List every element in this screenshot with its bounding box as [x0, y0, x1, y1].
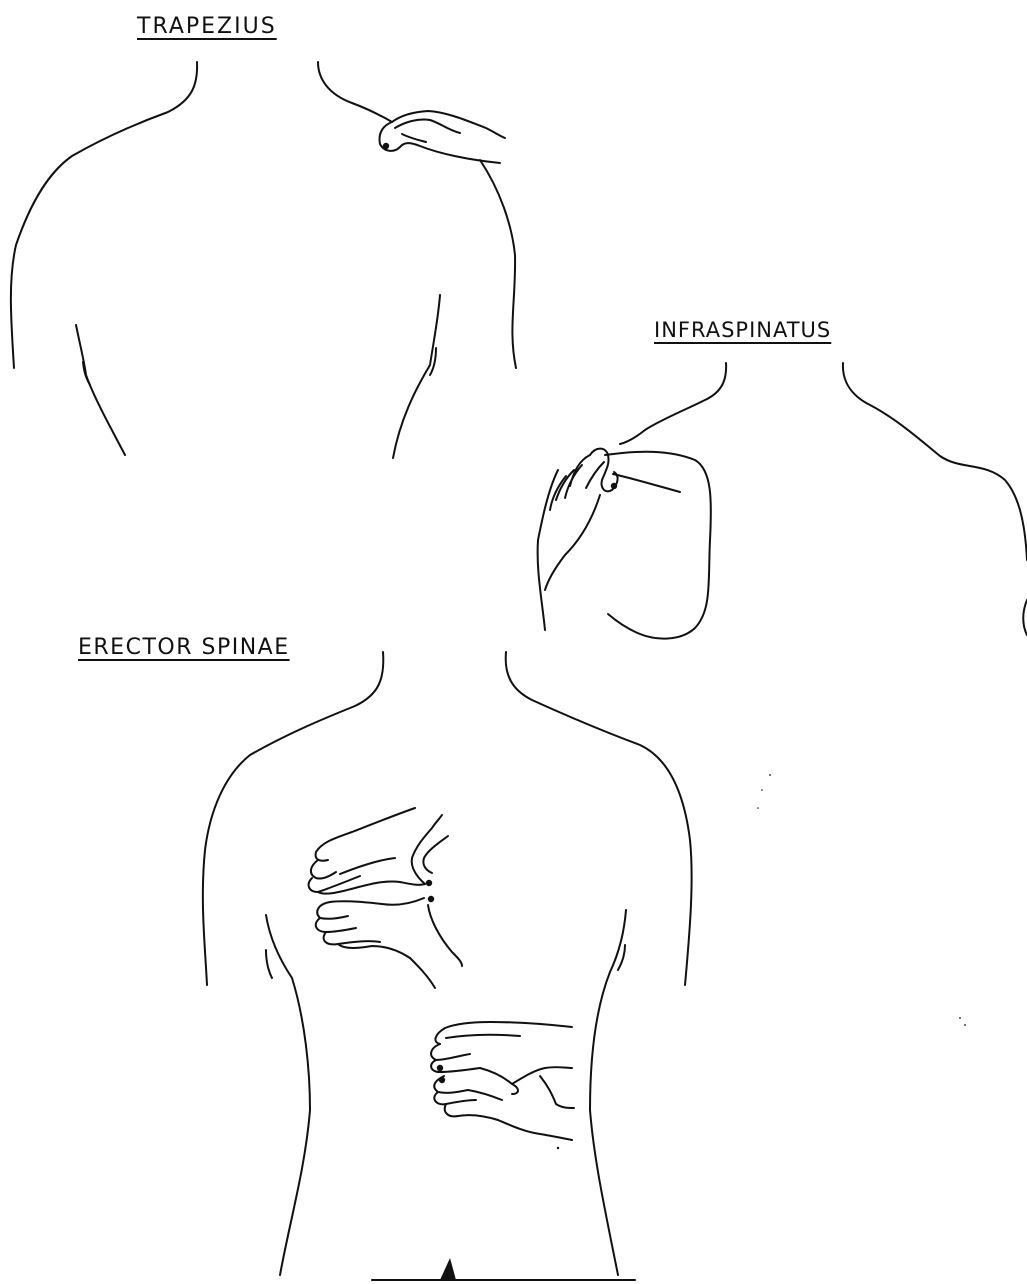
- erector-upper-pressure-point: [426, 880, 432, 886]
- erector-lower-pressure-point: [437, 1065, 443, 1071]
- erector-upper-second-pressure-point: [428, 896, 434, 902]
- erector-spinae-back-outline: [203, 652, 692, 1280]
- infraspinatus-palpating-hand: [545, 449, 618, 590]
- trapezius-back-outline: [11, 62, 516, 458]
- erector-lower-second-pressure-point: [439, 1077, 445, 1083]
- infraspinatus-back-outline: [538, 363, 1027, 639]
- erector-spinae-upper-hands: [309, 808, 462, 988]
- trapezius-palpating-hand: [380, 111, 506, 163]
- trapezius-pressure-point: [383, 143, 389, 149]
- erector-spinae-lower-hands: [431, 1022, 574, 1149]
- trapezius-figure: [11, 62, 516, 458]
- erector-spinae-figure: [203, 652, 692, 1280]
- infraspinatus-pressure-point: [611, 483, 617, 489]
- paper-specks: [757, 774, 966, 1026]
- infraspinatus-figure: [538, 363, 1027, 639]
